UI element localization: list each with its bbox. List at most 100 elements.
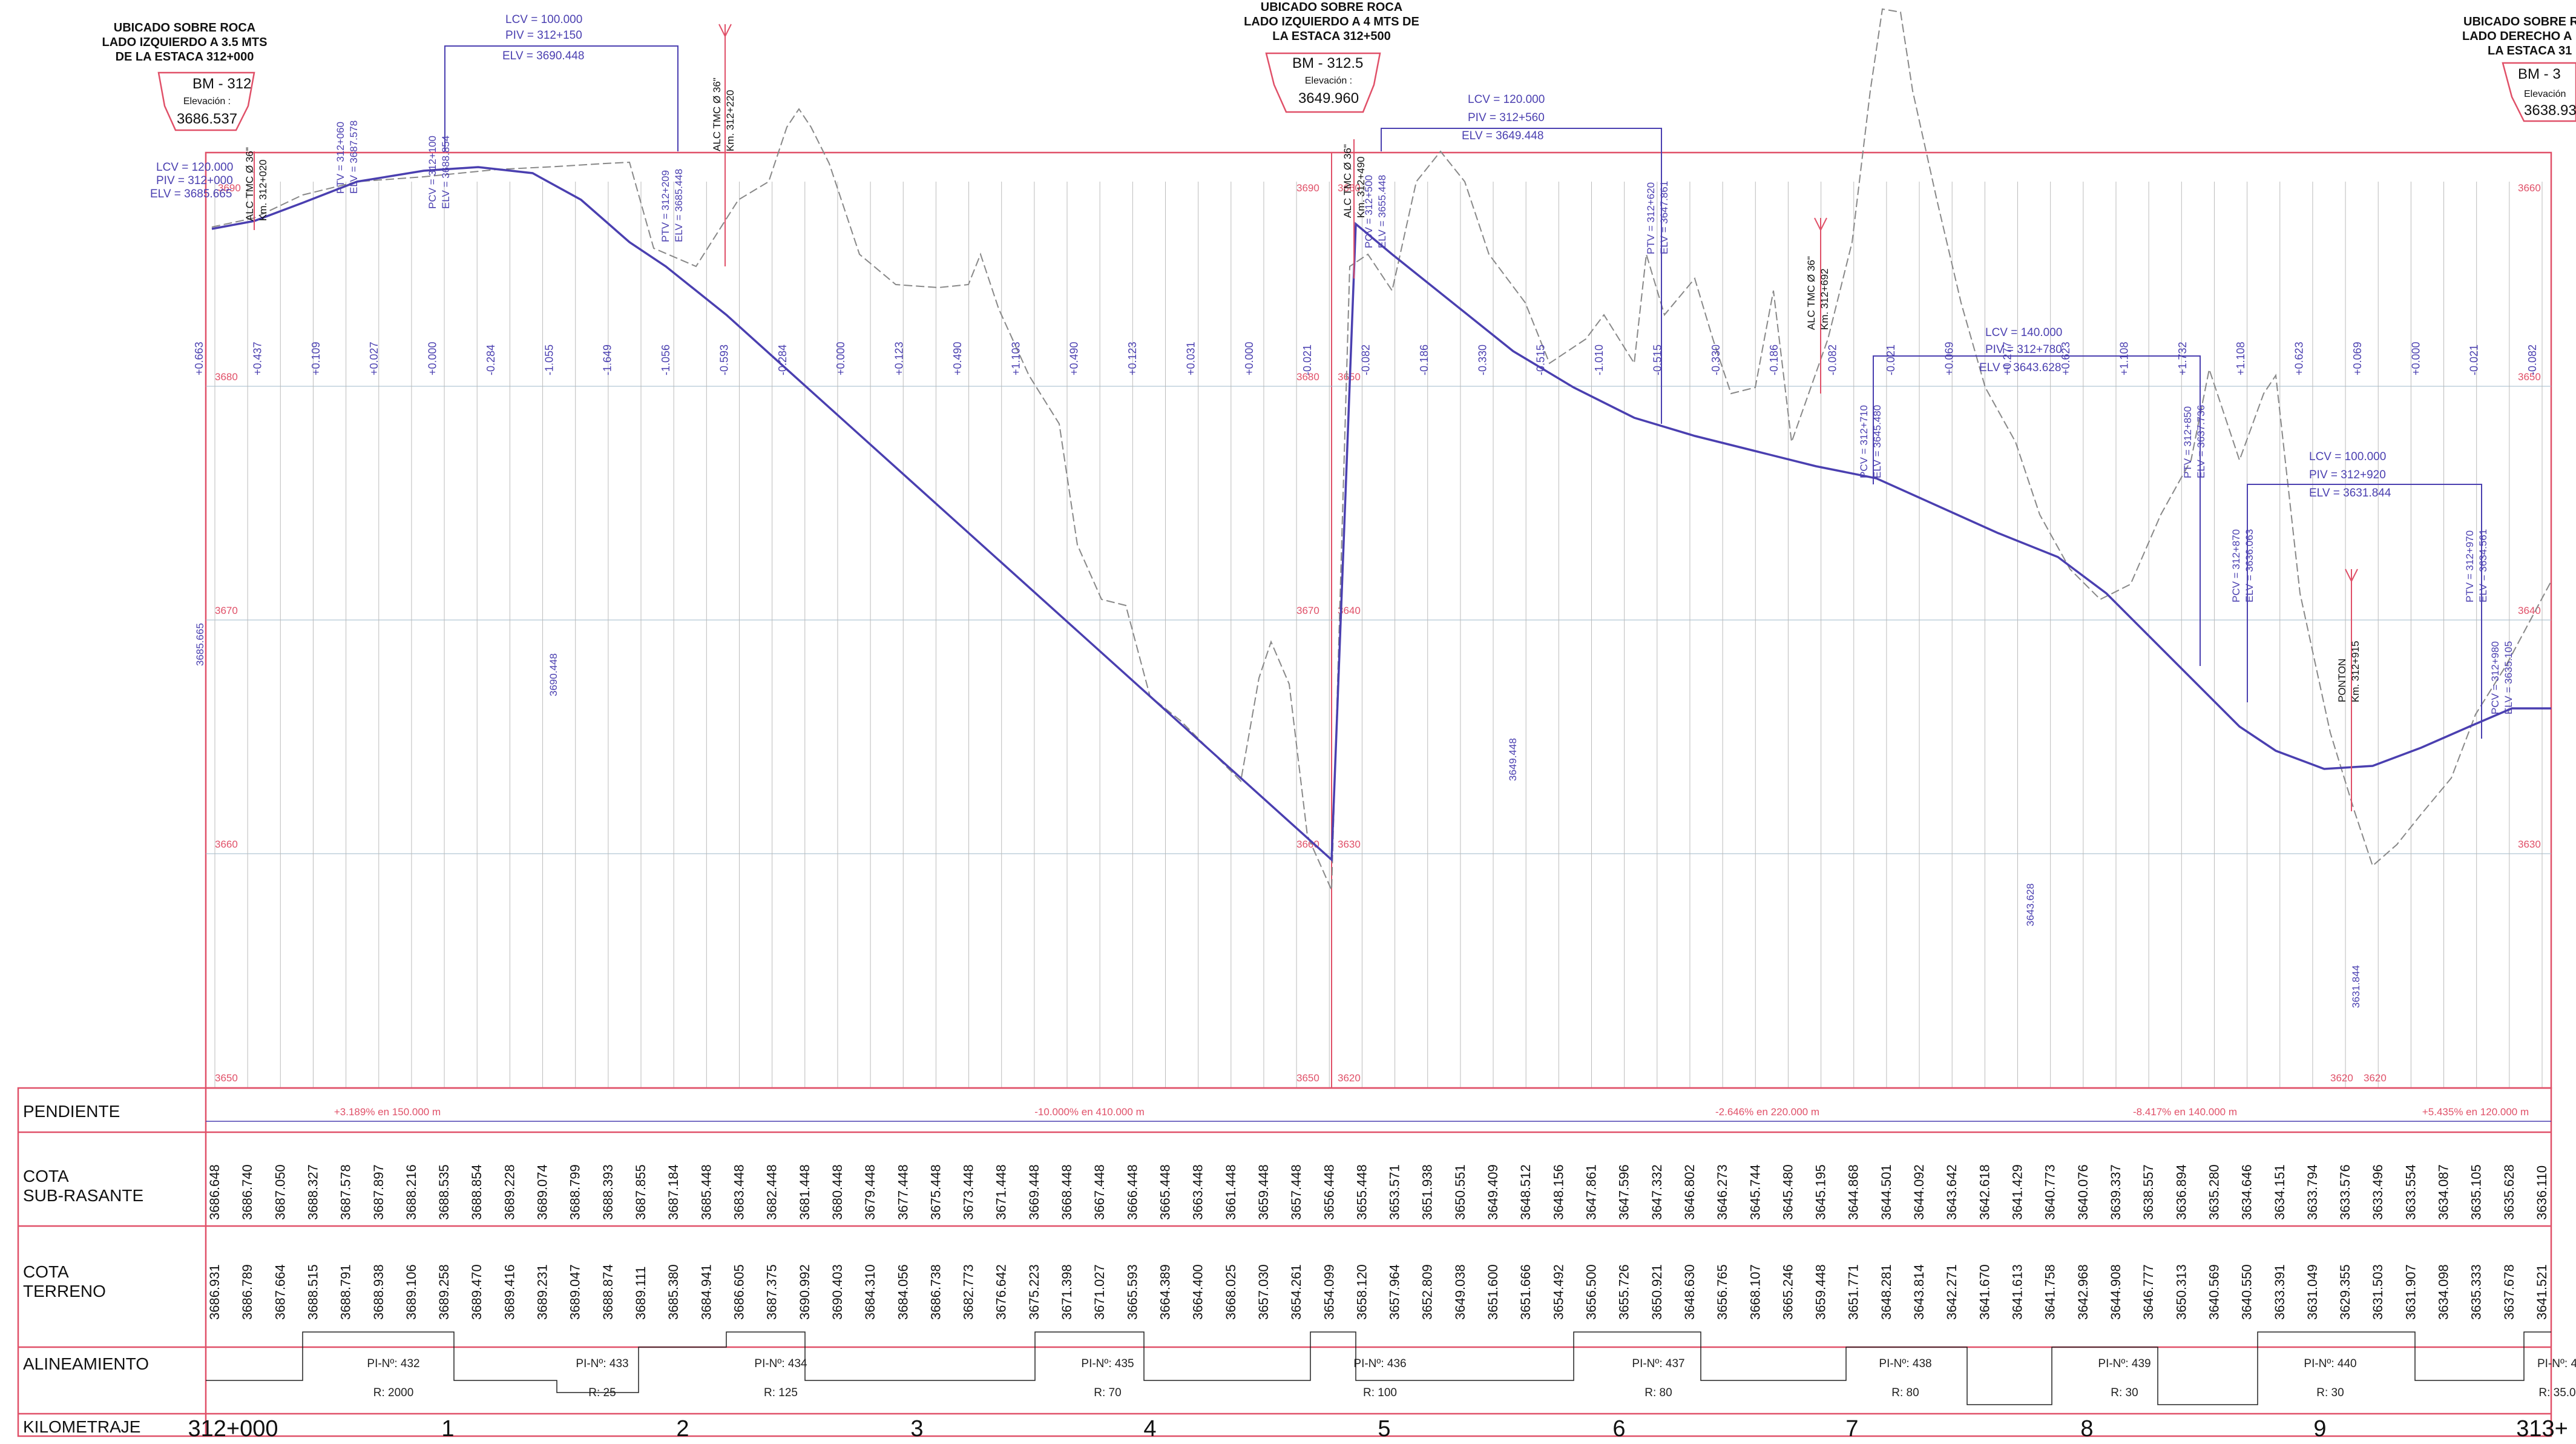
- table-cell: 3637.678: [2502, 1264, 2517, 1320]
- radius-label: R: 125: [764, 1386, 798, 1399]
- table-cell: 3688.791: [338, 1264, 353, 1320]
- bm-note-line: UBICADO SOBRE ROCA: [1261, 1, 1402, 14]
- radius-label: R: 35.0: [2538, 1386, 2575, 1399]
- cut-fill-value: +0.000: [427, 341, 439, 375]
- table-cell: 3644.092: [1911, 1164, 1927, 1220]
- table-cell: 3631.049: [2305, 1264, 2320, 1320]
- km-label: 9: [2313, 1416, 2326, 1442]
- culvert-marker: ALC TMC Ø 36"Km. 312+490: [1342, 139, 1367, 279]
- bench-mark-312-5: UBICADO SOBRE ROCA LADO IZQUIERDO A 4 MT…: [1244, 1, 1419, 113]
- table-cell: 3684.056: [895, 1264, 910, 1320]
- table-cell: 3633.496: [2370, 1164, 2385, 1220]
- km-label: 7: [1845, 1416, 1858, 1442]
- table-cell: 3683.448: [731, 1164, 746, 1220]
- bm-elev-value: 3649.960: [1298, 90, 1359, 107]
- km-label: 4: [1143, 1416, 1156, 1442]
- table-cell: 3631.907: [2403, 1264, 2418, 1320]
- table-cell: 3657.964: [1387, 1264, 1402, 1320]
- slope-label: +5.435% en 120.000 m: [2422, 1106, 2529, 1118]
- bm-elev-label: Elevación: [2524, 89, 2566, 99]
- cut-fill-value: +1.732: [2177, 341, 2189, 375]
- radius-label: R: 25: [588, 1386, 616, 1399]
- table-cell: 3646.273: [1715, 1164, 1730, 1220]
- table-cell: 3688.938: [371, 1264, 386, 1320]
- elev-tick: 3670: [215, 605, 238, 616]
- table-cell: 3640.550: [2239, 1264, 2255, 1320]
- km-label: 3: [910, 1416, 923, 1442]
- table-cell: 3649.038: [1453, 1264, 1468, 1320]
- cut-fill-value: +0.490: [951, 341, 964, 375]
- elv-text: ELV = 3643.628: [1979, 361, 2061, 374]
- elev-tick: 3650: [215, 1072, 238, 1084]
- cut-fill-value: -0.186: [1768, 345, 1780, 375]
- structure-label: ALC TMC Ø 36"Km. 312+490: [1342, 144, 1367, 218]
- table-cell: 3650.313: [2174, 1264, 2189, 1320]
- table-cell: 3682.773: [961, 1264, 976, 1320]
- table-cell: 3642.968: [2075, 1264, 2091, 1320]
- cut-fill-values: +0.663+0.437+0.109+0.027+0.000-0.284-1.0…: [193, 341, 2538, 375]
- cut-fill-value: -0.284: [485, 345, 497, 375]
- table-cell: 3642.271: [1944, 1264, 1959, 1320]
- km-label: 312+000: [188, 1416, 278, 1442]
- cut-fill-value: +0.277: [2002, 341, 2014, 375]
- culvert-marker: ALC TMC Ø 36"Km. 312+220: [711, 24, 736, 266]
- cut-fill-value: -0.082: [2526, 345, 2538, 375]
- table-cell: 3631.503: [2370, 1264, 2385, 1320]
- radius-label: R: 80: [1891, 1386, 1919, 1399]
- table-cell: 3655.448: [1354, 1164, 1369, 1220]
- table-cell: 3633.554: [2403, 1164, 2418, 1220]
- cut-fill-value: +0.000: [1243, 341, 1255, 375]
- elev-tick: 3620: [2330, 1072, 2353, 1084]
- table-cell: 3652.809: [1420, 1264, 1435, 1320]
- table-cell: 3684.941: [698, 1264, 714, 1320]
- table-cell: 3655.726: [1617, 1264, 1632, 1320]
- cut-fill-value: -1.055: [543, 345, 555, 375]
- elev-tick: 3660: [2518, 182, 2541, 194]
- elev-tick: 3620: [2364, 1072, 2387, 1084]
- table-cell: 3644.501: [1879, 1164, 1894, 1220]
- elev-tick: 3640: [2518, 605, 2541, 616]
- slope-label: -10.000% en 410.000 m: [1034, 1106, 1144, 1118]
- cut-fill-value: -1.056: [660, 345, 672, 375]
- table-cell: 3664.389: [1157, 1264, 1172, 1320]
- table-cell: 3657.448: [1289, 1164, 1304, 1220]
- table-cell: 3635.105: [2469, 1164, 2484, 1220]
- table-cell: 3687.664: [272, 1264, 288, 1320]
- table-cell: 3644.908: [2108, 1264, 2123, 1320]
- slope-label: +3.189% en 150.000 m: [334, 1106, 441, 1118]
- table-cell: 3641.613: [2010, 1264, 2025, 1320]
- vertical-curve-2: LCV = 100.000 PIV = 312+150 ELV = 3690.4…: [444, 13, 678, 151]
- bm-elev-value: 3686.537: [177, 111, 237, 127]
- bm-label: BM - 312.5: [1292, 55, 1363, 71]
- elevation-axis-mid: 3690 3680 3670 3660 3650 3660 3650 3640 …: [1296, 182, 1361, 1084]
- cut-fill-value: -0.284: [777, 345, 789, 375]
- table-cell: 3673.448: [961, 1164, 976, 1220]
- table-cell: 3688.216: [404, 1164, 419, 1220]
- profile-grid: [205, 151, 2552, 1089]
- table-cell: 3640.569: [2206, 1264, 2221, 1320]
- piv-text: PIV = 312+560: [1468, 111, 1545, 124]
- bm-label: BM - 3: [2518, 66, 2561, 82]
- slope-row: +3.189% en 150.000 m -10.000% en 410.000…: [206, 1106, 2551, 1122]
- structure-label: ALC TMC Ø 36"Km. 312+220: [711, 77, 736, 151]
- table-cell: 3646.802: [1682, 1164, 1697, 1220]
- structure-label: ALC TMC Ø 36"Km. 312+020: [244, 147, 269, 221]
- table-cell: 3685.448: [698, 1164, 714, 1220]
- elev-tick: 3630: [2518, 839, 2541, 850]
- table-cell: 3689.111: [633, 1267, 648, 1320]
- table-cell: 3684.310: [862, 1264, 878, 1320]
- design-grade-line: [211, 166, 2551, 862]
- table-cell: 3650.551: [1453, 1164, 1468, 1220]
- alignment-curvature-line: [206, 1331, 2551, 1405]
- table-cell: 3638.557: [2141, 1164, 2156, 1220]
- table-cell: 3635.333: [2469, 1264, 2484, 1320]
- table-cell: 3689.228: [502, 1164, 517, 1220]
